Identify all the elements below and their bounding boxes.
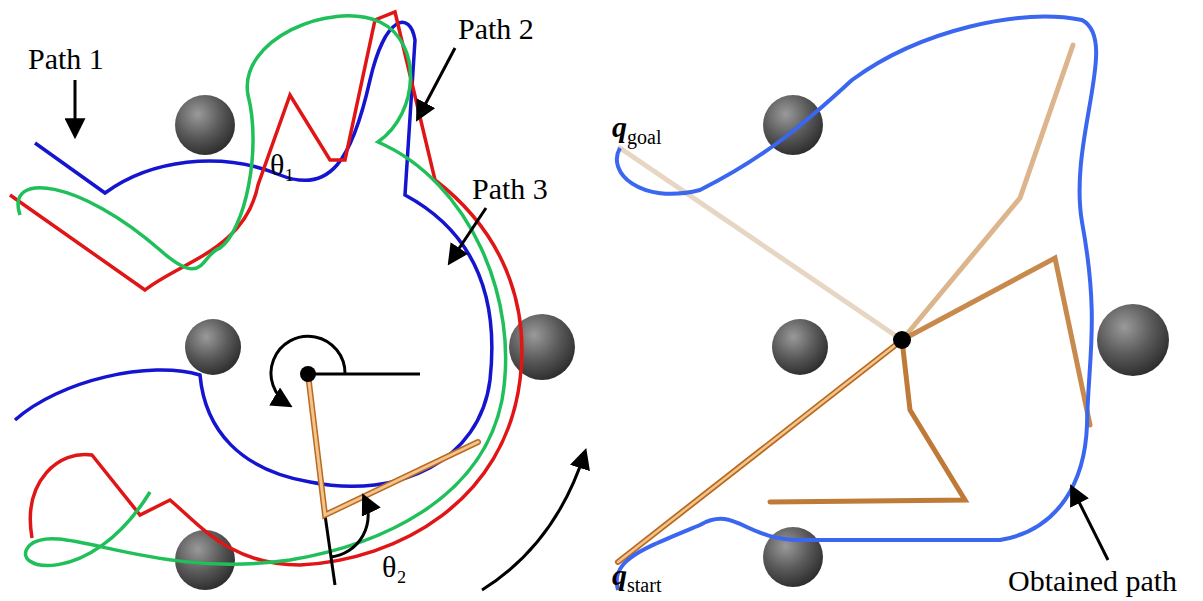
path-label: Obtained path [1008,566,1177,596]
angle-arc [271,336,345,405]
path-label: Path 1 [28,44,104,74]
obtained-path-curve [617,17,1096,590]
robot-link [618,45,1090,562]
path-1-curve [15,22,492,486]
leader-arrow [418,48,455,118]
path-3-curve [18,16,506,566]
leader-arrow [1072,488,1108,560]
leader-arrow [74,80,77,135]
angle-label: θ₂ [382,552,407,582]
joint [300,366,316,382]
joint [893,331,911,349]
leader-arrow [450,208,486,262]
path-2-curve [10,12,522,565]
angle-label: θ₁ [270,150,295,180]
path-label: Path 2 [458,14,534,44]
motion-arrow [482,452,585,590]
config-label: qgoal [612,112,661,147]
config-label: qstart [612,560,661,595]
obstacle [175,95,575,590]
angle-arc [331,497,368,557]
path-label: Path 3 [472,174,548,204]
robot-link [308,374,478,515]
obstacle [763,95,1169,587]
